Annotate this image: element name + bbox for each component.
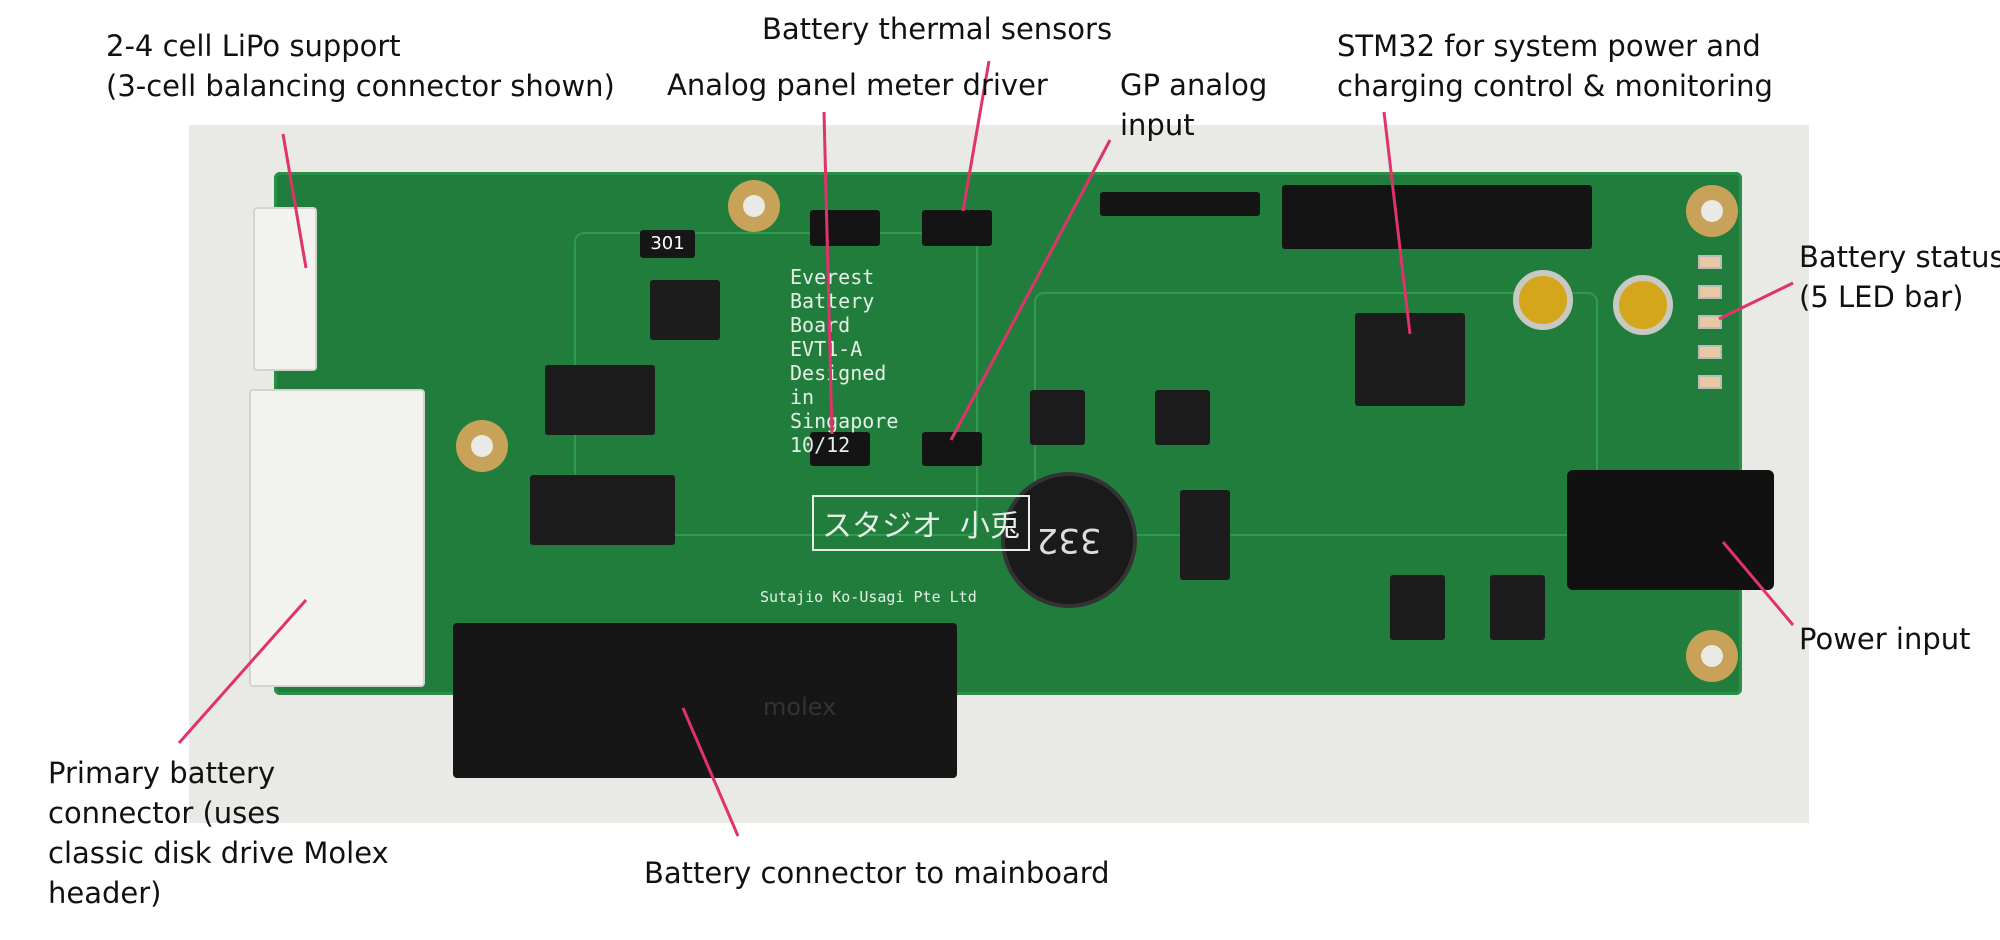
status-led [1698,255,1722,269]
balancing-connector [253,207,317,371]
ic-chip [545,365,655,435]
ic-chip [1490,575,1545,640]
gpio-header [1282,185,1592,249]
pointer-line-power [1721,541,1795,626]
pointer-line-thermal [961,60,991,212]
label-mainboard-connector: Battery connector to mainboard [644,856,1110,890]
molex-marking: molex [763,693,837,721]
ic-chip [1030,390,1085,445]
label-line: input [1120,108,1195,142]
tactile-button [1613,275,1673,335]
label-lipo: 2-4 cell LiPo support (3-cell balancing … [106,26,615,106]
status-led [1698,375,1722,389]
ic-chip [1155,390,1210,445]
board-title: Everest Battery Board [790,265,875,337]
label-line: connector (uses [48,796,281,830]
status-led [1698,345,1722,359]
pointer-line-primary [177,599,308,744]
meter-header [810,432,870,466]
board-designed: Designed in Singapore [790,361,899,433]
pointer-line-gp-analog [949,139,1112,441]
label-line: GP analog [1120,68,1268,102]
dc-power-jack [1567,470,1774,590]
company-marking: Sutajio Ko-Usagi Pte Ltd [760,588,977,606]
mainboard-connector: molex [453,623,957,778]
label-line: 2-4 cell LiPo support [106,29,401,63]
label-power-input: Power input [1799,622,1971,656]
mounting-hole [456,420,508,472]
thermal-header [810,210,880,246]
pointer-line-lipo [281,133,308,269]
mounting-hole [728,180,780,232]
pointer-line-status [1718,281,1794,321]
label-line: STM32 for system power and [1337,29,1761,63]
label-line: classic disk drive Molex [48,836,389,870]
tactile-button [1513,270,1573,330]
label-line: charging control & monitoring [1337,69,1773,103]
pointer-line-stm32 [1382,111,1412,335]
board-date: 10/12 [790,433,851,457]
board-silkscreen: Everest Battery Board EVT1-A Designed in… [790,265,920,457]
mounting-hole [1686,630,1738,682]
logo-mark: スタジオ 小兎 [812,495,1031,551]
thermal-header [922,210,992,246]
mounting-hole [1686,185,1738,237]
pointer-line-meter [822,111,834,435]
resistor-301: 301 [640,230,695,258]
label-line: header) [48,876,162,910]
board-revision: EVT1-A [790,337,863,361]
label-battery-status: Battery status (5 LED bar) [1799,237,2000,317]
label-gp-analog: GP analog input [1120,65,1267,145]
ic-chip [650,280,720,340]
ic-chip [1180,490,1230,580]
molex-power-connector [249,389,425,687]
label-line: (3-cell balancing connector shown) [106,69,615,103]
pointer-line-mainboard [681,707,740,837]
ic-chip [1390,575,1445,640]
label-stm32: STM32 for system power and charging cont… [1337,26,1773,106]
label-thermal: Battery thermal sensors [762,12,1113,46]
label-meter: Analog panel meter driver [667,68,1048,102]
label-line: Battery status [1799,240,2000,274]
status-led [1698,315,1722,329]
label-primary-connector: Primary battery connector (uses classic … [48,753,389,913]
pin-header [1100,192,1260,216]
status-led [1698,285,1722,299]
label-line: (5 LED bar) [1799,280,1964,314]
ic-chip [530,475,675,545]
label-line: Primary battery [48,756,276,790]
